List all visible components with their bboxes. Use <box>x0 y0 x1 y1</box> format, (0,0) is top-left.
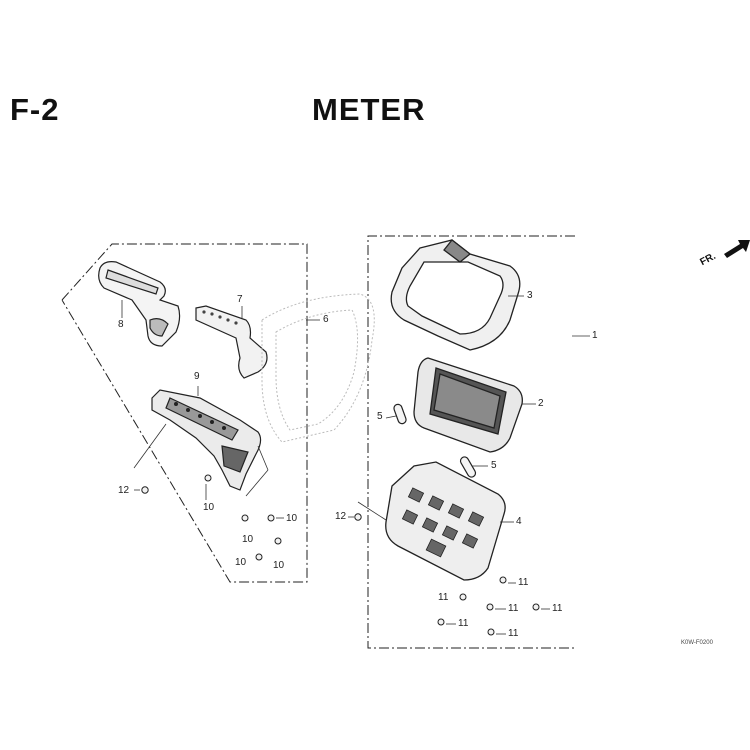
callout-part-4: 4 <box>516 516 522 527</box>
callout-part-10d: 10 <box>235 557 247 568</box>
callout-part-1: 1 <box>592 330 598 341</box>
meter-cushion-part <box>393 403 477 478</box>
callout-part-12a: 12 <box>118 485 130 496</box>
callout-part-11e: 11 <box>458 618 469 629</box>
right-group-boundary <box>367 235 575 649</box>
meter-gasket-part <box>261 293 375 443</box>
callout-part-9: 9 <box>194 371 200 382</box>
meter-lower-case-part <box>385 461 506 581</box>
callout-part-11f: 11 <box>508 628 519 639</box>
callout-part-5a: 5 <box>377 411 383 422</box>
callout-part-2: 2 <box>538 398 544 409</box>
left-group-boundary <box>61 243 308 583</box>
callout-part-10b: 10 <box>286 513 298 524</box>
front-direction-arrow-icon <box>724 240 750 258</box>
screw-fasteners <box>141 474 540 636</box>
meter-stay-part <box>151 389 262 491</box>
meter-display-unit-part <box>413 357 523 453</box>
callout-part-10e: 10 <box>273 560 285 571</box>
callout-part-6: 6 <box>323 314 329 325</box>
section-title: METER <box>312 92 426 127</box>
callout-part-11b: 11 <box>438 592 449 603</box>
meter-cover-bracket-part <box>195 305 268 379</box>
section-code: F-2 <box>10 92 60 127</box>
meter-upper-case-part <box>390 239 521 351</box>
callout-part-11c: 11 <box>508 603 519 614</box>
drawing-reference-code: K0W-F0200 <box>681 640 713 646</box>
callout-part-11d: 11 <box>552 603 563 614</box>
callout-part-5b: 5 <box>491 460 497 471</box>
callout-part-10c: 10 <box>242 534 254 545</box>
callout-part-8: 8 <box>118 319 124 330</box>
callout-part-3: 3 <box>527 290 533 301</box>
callout-part-12b: 12 <box>335 511 347 522</box>
callout-part-7: 7 <box>237 294 243 305</box>
meter-visor-part <box>98 261 181 347</box>
callout-part-10a: 10 <box>203 502 215 513</box>
callout-part-11a: 11 <box>518 577 529 588</box>
leader-lines <box>121 295 590 635</box>
